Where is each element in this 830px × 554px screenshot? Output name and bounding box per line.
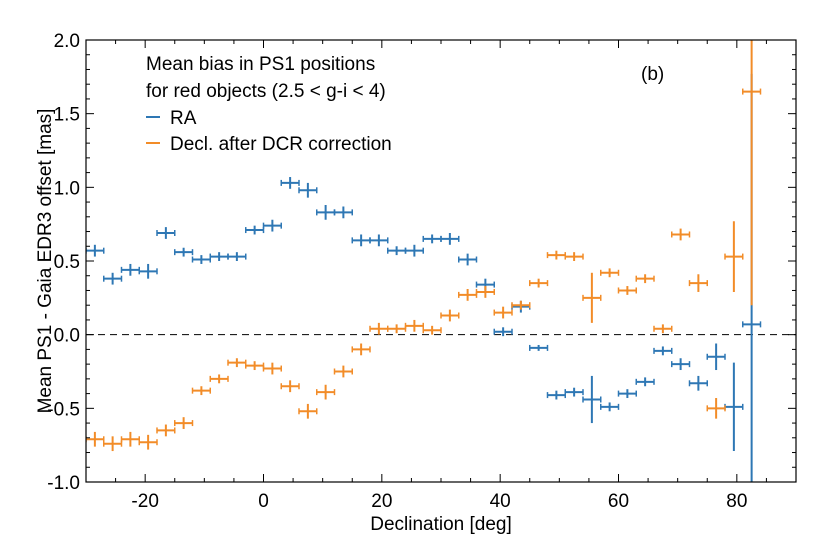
legend-label-ra: RA — [170, 108, 197, 129]
data-point — [86, 431, 105, 447]
data-point — [298, 403, 318, 419]
data-point — [564, 252, 584, 261]
data-point — [440, 309, 460, 322]
data-point — [298, 182, 318, 198]
data-point — [369, 322, 389, 335]
data-point — [529, 344, 549, 351]
x-tick-label: -20 — [131, 491, 158, 512]
data-point — [582, 375, 602, 424]
data-point — [511, 300, 531, 310]
data-point — [422, 234, 442, 244]
data-point — [475, 286, 495, 298]
data-point — [422, 325, 442, 335]
data-point — [191, 255, 211, 264]
chart-title: Mean bias in PS1 positions — [146, 54, 375, 75]
data-point — [706, 398, 726, 419]
data-point — [316, 384, 336, 400]
data-point — [86, 244, 105, 257]
data-point — [653, 324, 673, 334]
data-point — [138, 434, 158, 450]
data-point — [546, 250, 566, 260]
x-tick-label: 80 — [726, 491, 747, 512]
data-point — [688, 274, 708, 292]
data-point — [280, 177, 300, 189]
y-tick-label: -0.5 — [47, 399, 80, 420]
data-point — [688, 375, 708, 391]
data-point — [635, 377, 655, 387]
data-point — [174, 417, 194, 429]
x-tick-label: 0 — [258, 491, 269, 512]
x-axis-label: Declination [deg] — [370, 514, 512, 535]
y-tick-label: -1.0 — [47, 473, 80, 494]
data-point — [546, 390, 566, 400]
series-decl — [86, 40, 762, 452]
x-tick-label: 40 — [490, 491, 511, 512]
data-point — [617, 389, 637, 399]
data-point — [387, 324, 407, 334]
data-point — [493, 306, 513, 319]
chart-subtitle: for red objects (2.5 < g-i < 4) — [146, 81, 386, 102]
data-point — [351, 234, 371, 247]
data-point — [227, 358, 247, 368]
data-point — [706, 343, 726, 371]
y-tick-label: 0.5 — [54, 252, 80, 273]
data-point — [316, 205, 336, 220]
data-point — [103, 272, 123, 285]
tick-layer: -20 0 20 40 60 80 -1.0 -0.5 0.0 0.5 1.0 1.5 2.0 — [47, 31, 797, 512]
data-point — [174, 247, 194, 257]
data-point — [333, 365, 353, 378]
data-point — [387, 246, 407, 256]
y-axis-label: Mean PS1 - Gaia EDR3 offset [mas] — [35, 109, 56, 414]
y-tick-label: 2.0 — [54, 31, 80, 52]
data-point — [671, 228, 691, 241]
data-layer — [86, 40, 762, 482]
y-tick-label: 1.0 — [54, 178, 80, 199]
x-tick-label: 60 — [608, 491, 629, 512]
data-point — [138, 263, 158, 279]
data-point — [103, 436, 123, 452]
legend-label-decl: Decl. after DCR correction — [170, 134, 392, 155]
data-point — [262, 362, 282, 375]
data-point — [369, 234, 389, 247]
data-point — [724, 221, 744, 292]
data-point — [493, 327, 513, 337]
data-point — [351, 343, 371, 356]
data-point — [458, 288, 478, 301]
panel-label: (b) — [641, 64, 664, 85]
legend: RA Decl. after DCR correction — [146, 108, 392, 155]
data-point — [635, 274, 655, 284]
data-point — [191, 386, 211, 396]
data-point — [529, 278, 549, 288]
data-point — [724, 362, 744, 452]
data-point — [156, 424, 176, 437]
data-point — [209, 374, 229, 384]
data-point — [440, 233, 460, 245]
data-point — [458, 253, 478, 266]
y-tick-label: 1.5 — [54, 105, 80, 126]
data-point — [209, 252, 229, 261]
data-point — [120, 431, 140, 447]
x-tick-label: 20 — [371, 491, 392, 512]
data-point — [120, 263, 140, 276]
data-point — [671, 358, 691, 371]
data-point — [227, 252, 247, 261]
data-point — [245, 361, 265, 371]
data-point — [404, 319, 424, 332]
data-point — [156, 227, 176, 239]
data-point — [245, 225, 265, 235]
data-point — [333, 206, 353, 219]
data-point — [600, 402, 620, 412]
data-point — [280, 380, 300, 393]
data-point — [617, 286, 637, 295]
data-point — [262, 219, 282, 232]
y-tick-label: 0.0 — [54, 326, 80, 347]
data-point — [653, 346, 673, 356]
data-point — [582, 272, 602, 323]
data-point — [404, 244, 424, 257]
data-point — [600, 268, 620, 278]
data-point — [742, 40, 762, 306]
data-point — [564, 387, 584, 397]
